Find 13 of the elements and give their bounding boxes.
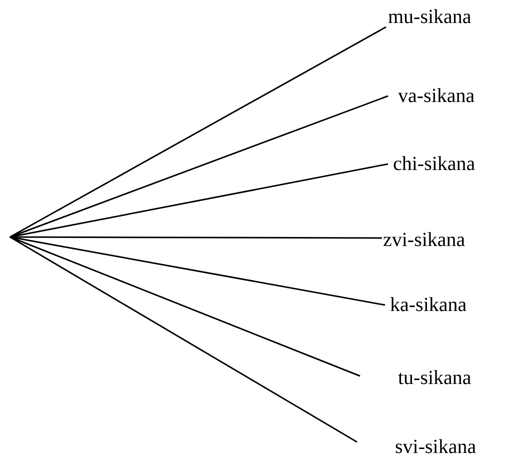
- branch-line: [10, 236, 386, 306]
- branch-line: [10, 236, 358, 443]
- branch-label: mu-sikana: [386, 5, 472, 29]
- branch-line: [10, 95, 388, 238]
- branch-label: tu-sikana: [360, 366, 472, 390]
- branch-label: svi-sikana: [357, 435, 476, 459]
- branch-line: [10, 163, 388, 238]
- branch-line: [10, 26, 386, 238]
- branch-label: ka-sikana: [385, 293, 467, 317]
- branch-label: va-sikana: [388, 84, 475, 108]
- branch-label: zvi-sikana: [382, 228, 466, 252]
- branch-label: chi-sikana: [388, 152, 476, 176]
- branch-line: [10, 236, 360, 377]
